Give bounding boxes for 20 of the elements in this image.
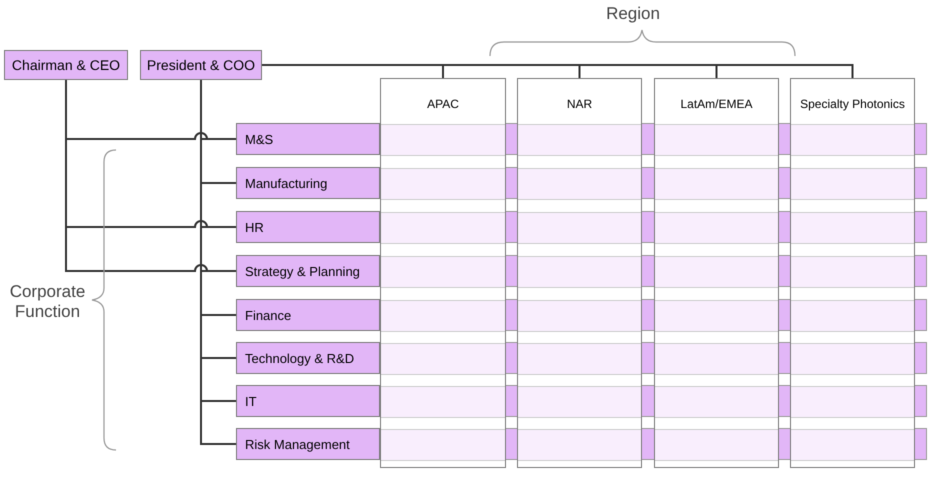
region-column — [380, 78, 506, 468]
region-column — [790, 78, 915, 468]
function-box: M&S — [236, 123, 380, 155]
function-box: Risk Management — [236, 428, 380, 460]
column-header: Specialty Photonics — [799, 97, 906, 111]
executive-box: President & COO — [140, 50, 262, 80]
executive-box: Chairman & CEO — [4, 50, 128, 80]
region-column — [517, 78, 642, 468]
column-header: LatAm/EMEA — [679, 97, 754, 111]
function-box: IT — [236, 385, 380, 417]
function-box: HR — [236, 211, 380, 243]
region-column — [654, 78, 779, 468]
function-box: Finance — [236, 299, 380, 331]
function-box: Technology & R&D — [236, 342, 380, 374]
column-header: APAC — [426, 97, 460, 111]
function-box: Strategy & Planning — [236, 255, 380, 287]
group-label: Region — [605, 4, 661, 24]
function-box: Manufacturing — [236, 167, 380, 199]
group-label: Corporate Function — [8, 282, 86, 322]
column-header: NAR — [566, 97, 594, 111]
